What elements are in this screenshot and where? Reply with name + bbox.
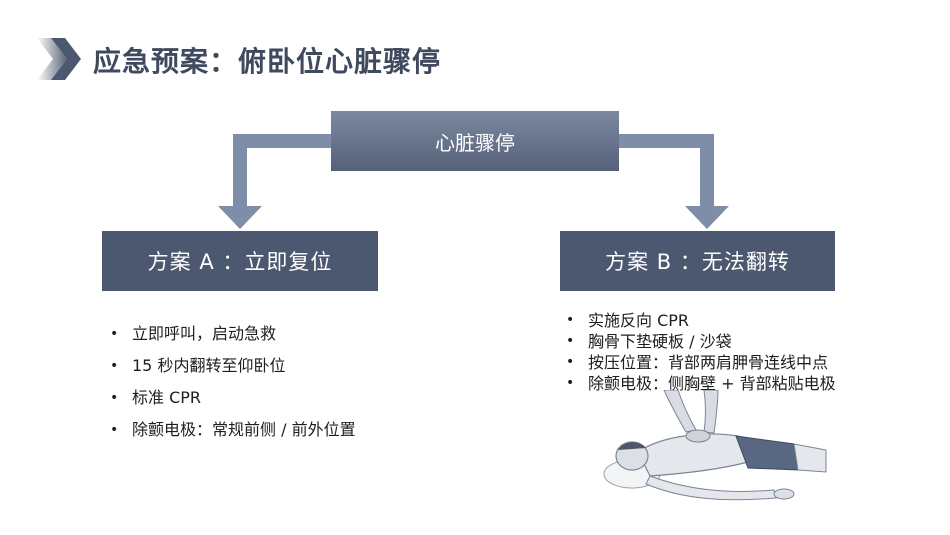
prone-cpr-illustration [603,390,827,501]
plan-b-label: 方案 B ：无法翻转 [605,250,790,274]
plan-a-step: 除颤电极：常规前侧 / 前外位置 [110,414,370,446]
arrow-to-plan-a [218,134,331,229]
arrow-to-plan-b [619,134,729,229]
plan-b-step: 实施反向 CPR [566,310,896,331]
page-title: 应急预案：俯卧位心脏骤停 [93,45,442,78]
plan-a-steps: 立即呼叫，启动急救 15 秒内翻转至仰卧位 标准 CPR 除颤电极：常规前侧 /… [110,318,370,446]
plan-b-node: 方案 B ：无法翻转 [560,231,835,291]
plan-a-step: 立即呼叫，启动急救 [110,318,370,350]
double-chevron-right-icon [37,38,81,80]
plan-a-label: 方案 A ：立即复位 [147,250,333,274]
cardiac-arrest-node: 心脏骤停 [331,111,619,171]
plan-b-step: 胸骨下垫硬板 / 沙袋 [566,331,896,352]
plan-b-step: 按压位置：背部两肩胛骨连线中点 [566,352,896,373]
plan-a-step: 15 秒内翻转至仰卧位 [110,350,370,382]
plan-b-step: 除颤电极：侧胸壁 + 背部粘贴电极 [566,373,896,394]
plan-b-steps: 实施反向 CPR 胸骨下垫硬板 / 沙袋 按压位置：背部两肩胛骨连线中点 除颤电… [566,310,896,394]
cardiac-arrest-label: 心脏骤停 [435,130,515,155]
plan-a-step: 标准 CPR [110,382,370,414]
plan-a-node: 方案 A ：立即复位 [102,231,378,291]
